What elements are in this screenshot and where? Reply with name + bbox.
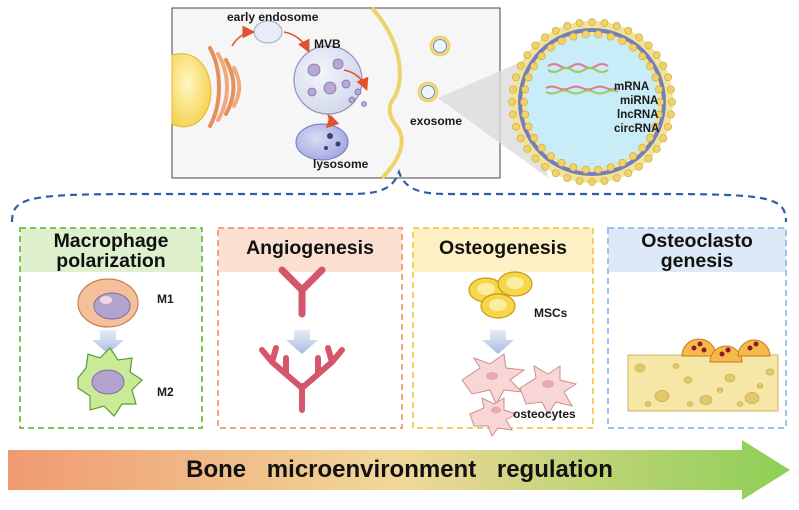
osteocyte-nuclei [486, 372, 554, 414]
nucleus [171, 53, 212, 128]
panel-3 [607, 227, 787, 429]
panels [19, 227, 787, 429]
mvb-vesicles [307, 58, 367, 107]
transition-arrow [482, 330, 514, 354]
panel-title-osteogenesis: Osteogenesis [439, 237, 567, 259]
cargo-circrna: circRNA [614, 123, 660, 135]
cargo-mrna: mRNA [614, 81, 650, 93]
panel-header-bg [218, 228, 402, 272]
macrophage-m2 [77, 347, 143, 417]
panel-0 [19, 227, 203, 429]
lysosome-granules [324, 133, 341, 150]
label-osteocytes: osteocytes [513, 407, 576, 421]
label-mvb: MVB [314, 37, 341, 51]
transition-arrow [92, 330, 124, 354]
transition-arrow [286, 330, 318, 354]
golgi-apparatus [208, 46, 242, 128]
panel-border [217, 227, 403, 429]
label-mscs: MSCs [534, 306, 568, 320]
released-exosomes [417, 35, 451, 103]
bracket [10, 168, 788, 223]
rna-strands [545, 63, 619, 95]
osteoclasts [681, 338, 771, 363]
panel-1 [217, 227, 403, 429]
plasma-membrane [370, 6, 404, 180]
panel-border [607, 227, 787, 429]
panel-header-bg [20, 228, 202, 272]
cargo-mirna: miRNA [620, 95, 659, 107]
panel-header-bg [413, 228, 593, 272]
label-exosome: exosome [410, 114, 463, 128]
lysosome [295, 123, 349, 161]
panel-2 [412, 227, 594, 429]
bone-pores [634, 363, 775, 407]
panel-border [19, 227, 203, 429]
regulation-banner-arrow [8, 440, 790, 500]
mscs [468, 271, 533, 319]
cargo-lncrna: lncRNA [617, 109, 659, 121]
label-m1: M1 [157, 292, 174, 306]
osteoclast-nuclei [691, 341, 759, 357]
panel-title-angiogenesis: Angiogenesis [246, 237, 374, 259]
early-endosome [253, 20, 283, 44]
panel-header-bg [608, 228, 786, 272]
macrophage-m1 [77, 278, 139, 328]
trafficking-arrows [231, 25, 369, 129]
mvb [293, 45, 363, 115]
label-lysosome: lysosome [313, 157, 369, 171]
membrane-beads [508, 18, 676, 186]
label-early-endosome: early endosome [227, 10, 319, 24]
osteocytes [461, 353, 578, 438]
blood-vessel-branched [259, 345, 345, 413]
label-m2: M2 [157, 385, 174, 399]
blood-vessel-simple [278, 266, 326, 318]
